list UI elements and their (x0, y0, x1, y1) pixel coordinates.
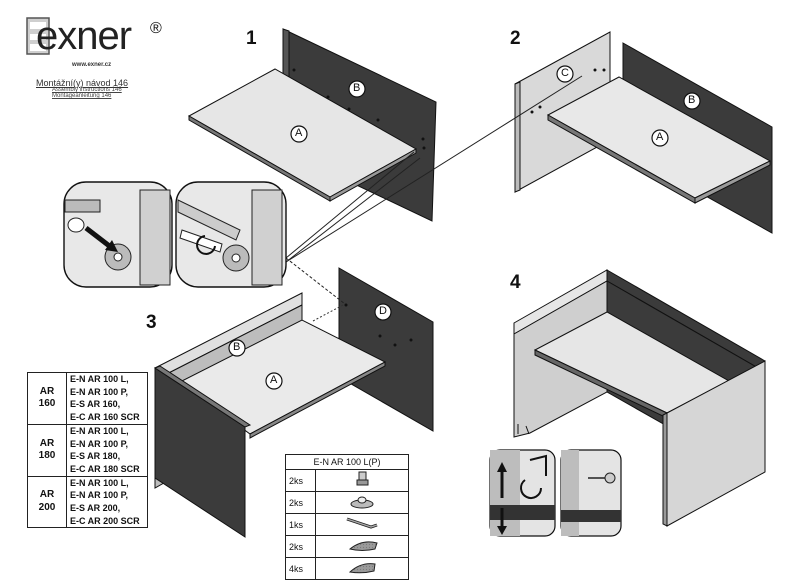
website-url: www.exner.cz (72, 62, 112, 68)
wood-dowel-icon (348, 541, 378, 551)
model-name: AR 160 (27, 372, 67, 425)
registered-mark: ® (150, 20, 162, 37)
hex-key-icon (346, 517, 378, 529)
detail-cam-lock-1 (63, 181, 173, 288)
part-label-b-step1: B (353, 82, 361, 94)
part-label-d-step3: D (379, 305, 387, 317)
hardware-row: 2ks (285, 535, 409, 558)
model-codes: E-N AR 100 L, E-N AR 100 P, E-S AR 160, … (66, 372, 148, 425)
cam-lock-icon (350, 496, 374, 509)
model-code: E-N AR 100 L, (70, 425, 129, 436)
part-label-c-step2: C (561, 67, 569, 79)
part-label-a-step3: A (270, 374, 278, 386)
part-label-b-step2: B (688, 94, 696, 106)
hardware-qty: 2ks (285, 535, 316, 558)
hardware-qty: 2ks (285, 491, 316, 514)
model-code: E-N AR 100 L, (70, 374, 129, 384)
hardware-table: E-N AR 100 L(P) 2ks 2ks 1ks (285, 454, 409, 580)
model-codes: E-N AR 100 L, E-N AR 100 P, E-S AR 200, … (66, 475, 148, 529)
step-number-4: 4 (510, 272, 521, 293)
document-subtitle-en: Assembly instructions 146 (52, 87, 122, 93)
document-subtitle-de: Montageanleitung 146 (52, 93, 112, 99)
hardware-row: 2ks (285, 469, 409, 492)
step-number-1: 1 (246, 28, 257, 49)
hardware-row: 1ks (285, 513, 409, 536)
model-name: AR 180 (27, 423, 67, 477)
document-title: Montážní(y) návod 146 (36, 78, 129, 88)
model-code: E-N AR 100 P, (70, 438, 129, 449)
model-table: AR 160 E-N AR 100 L, E-N AR 100 P, E-S A… (27, 372, 148, 529)
logo-wordmark: exner (36, 14, 132, 58)
model-code: E-S AR 200, (70, 503, 121, 514)
hardware-qty: 1ks (285, 513, 316, 536)
model-code: E-C AR 200 SCR (70, 515, 140, 526)
model-code: E-C AR 160 SCR (70, 412, 140, 423)
model-row-ar200: AR 200 E-N AR 100 L, E-N AR 100 P, E-S A… (27, 475, 148, 529)
model-code: E-N AR 100 P, (70, 490, 129, 501)
model-code: E-N AR 100 L, (70, 477, 129, 488)
hardware-row: 4ks (285, 557, 409, 580)
step4-corner-mark (517, 424, 530, 435)
model-codes: E-N AR 100 L, E-N AR 100 P, E-S AR 180, … (66, 423, 148, 477)
step4-drawing (513, 269, 766, 527)
connector-lines (264, 75, 583, 305)
hardware-qty: 4ks (285, 557, 316, 580)
model-code: E-C AR 180 SCR (70, 463, 140, 474)
detail-adjuster-2 (560, 449, 622, 537)
cam-bolt-icon (356, 471, 369, 486)
hardware-qty: 2ks (285, 469, 316, 492)
detail-adjuster-1 (489, 449, 556, 537)
wood-dowel-icon (348, 563, 376, 574)
detail-cam-lock-2 (175, 181, 287, 288)
model-name: AR 200 (27, 475, 67, 529)
hardware-table-header: E-N AR 100 L(P) (285, 454, 409, 470)
model-code: E-S AR 180, (70, 451, 121, 462)
model-code: E-S AR 160, (70, 399, 121, 410)
model-row-ar180: AR 180 E-N AR 100 L, E-N AR 100 P, E-S A… (27, 423, 148, 477)
step2-drawing (514, 31, 773, 234)
step-number-2: 2 (510, 28, 521, 49)
part-label-b-step3: B (233, 341, 241, 353)
step3-drawing (153, 267, 434, 538)
model-code: E-N AR 100 P, (70, 386, 129, 397)
model-row-ar160: AR 160 E-N AR 100 L, E-N AR 100 P, E-S A… (27, 372, 148, 425)
part-label-a-step1: A (295, 127, 303, 139)
hardware-row: 2ks (285, 491, 409, 514)
part-label-a-step2: A (656, 131, 664, 143)
step-number-3: 3 (146, 312, 157, 333)
part-label-circles (228, 65, 701, 390)
